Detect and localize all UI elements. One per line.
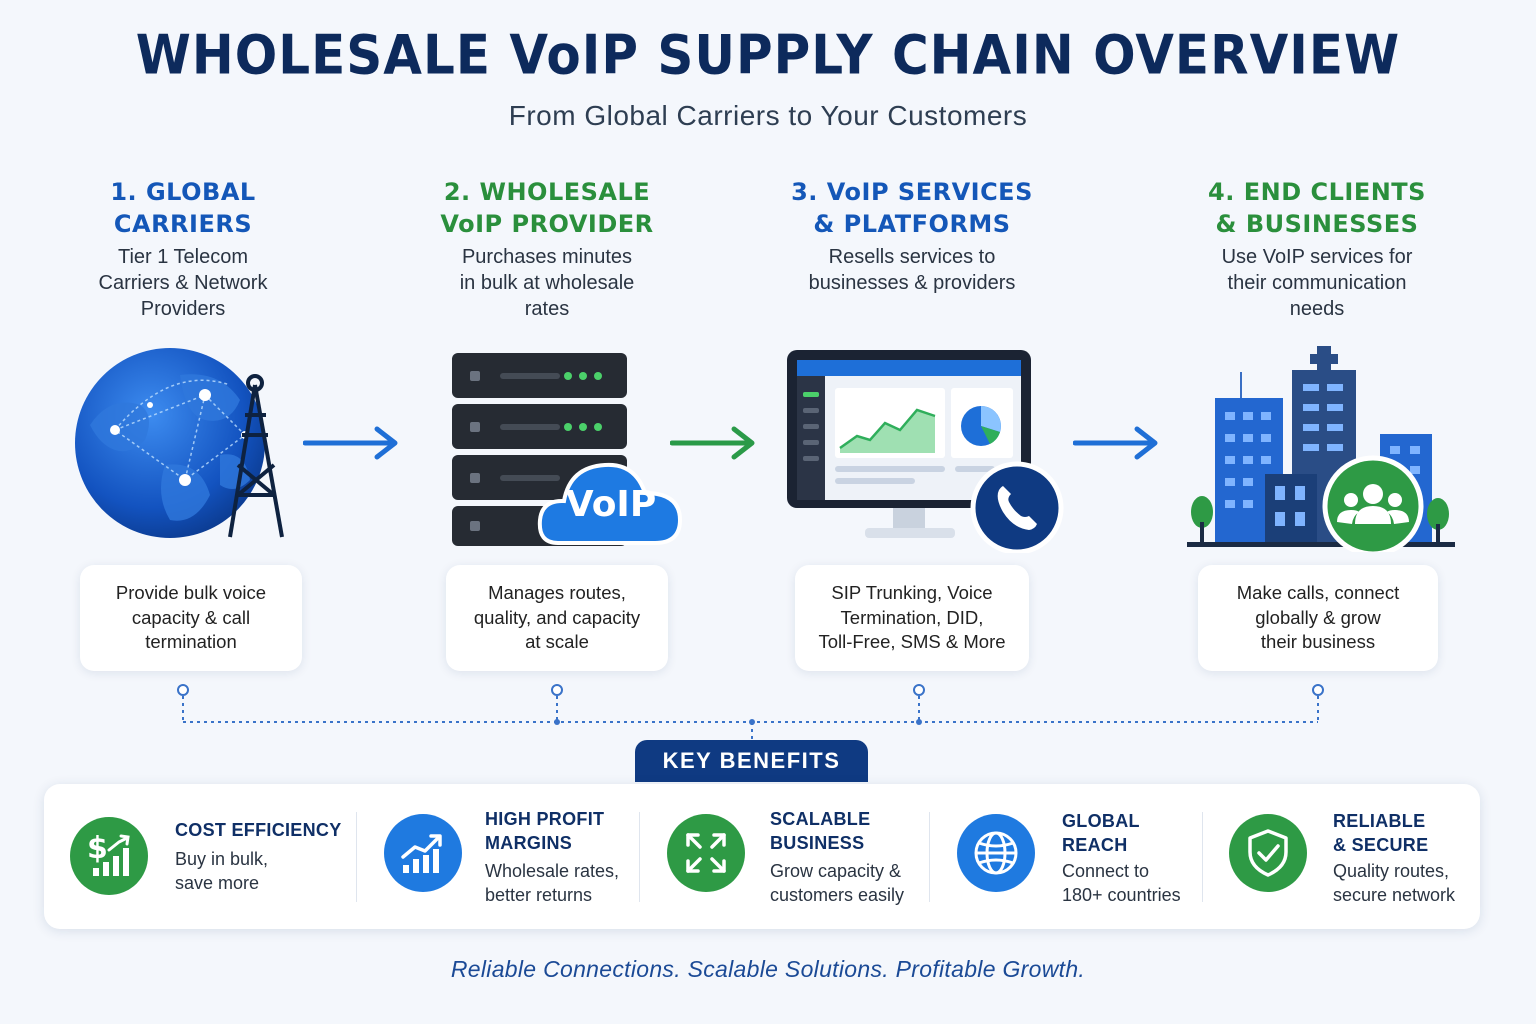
flow-arrow-icon bbox=[670, 426, 755, 460]
benefit-high-profit: HIGH PROFIT MARGINS Wholesale rates, bet… bbox=[356, 784, 639, 929]
page-title: WHOLESALE VoIP SUPPLY CHAIN OVERVIEW bbox=[135, 23, 1401, 87]
server-cloud-icon bbox=[452, 353, 683, 546]
box-line: Provide bulk voice bbox=[115, 582, 267, 604]
box-line: Manages routes, bbox=[488, 582, 626, 604]
voip-cloud-label: VoIP bbox=[565, 484, 657, 525]
benefits-panel: $ COST EFFICIENCY Buy in bulk, save more… bbox=[44, 784, 1480, 929]
benefit-desc: Connect to bbox=[1062, 861, 1150, 881]
benefit-divider bbox=[1202, 812, 1203, 902]
stage-heading-line: VoIP PROVIDER bbox=[440, 210, 654, 238]
benefit-title: MARGINS bbox=[485, 833, 573, 853]
tagline: Reliable Connections. Scalable Solutions… bbox=[450, 956, 1086, 982]
globe-tower-icon bbox=[75, 348, 284, 538]
growth-chart-icon bbox=[384, 814, 462, 892]
benefit-divider bbox=[639, 812, 640, 902]
stage-heading-line: & BUSINESSES bbox=[1215, 210, 1419, 238]
stage-detail-box: Make calls, connect globally & grow thei… bbox=[1198, 565, 1438, 671]
stage-desc-line: Carriers & Network bbox=[98, 272, 268, 294]
stage-wholesale-provider: 2. WHOLESALE VoIP PROVIDER Purchases min… bbox=[377, 176, 717, 322]
benefit-desc: Grow capacity & bbox=[770, 861, 902, 881]
box-line: Make calls, connect bbox=[1236, 582, 1400, 604]
stage-desc-line: in bulk at wholesale bbox=[459, 272, 635, 294]
stage-detail-box: Manages routes, quality, and capacity at… bbox=[446, 565, 668, 671]
flow-arrow-icon bbox=[1073, 426, 1158, 460]
stage-heading-line: 3. VoIP SERVICES bbox=[791, 178, 1033, 206]
stage-detail-box: Provide bulk voice capacity & call termi… bbox=[80, 565, 302, 671]
city-users-icon bbox=[1187, 346, 1455, 552]
stage-heading-line: 2. WHOLESALE bbox=[443, 178, 651, 206]
benefit-desc: 180+ countries bbox=[1062, 884, 1181, 905]
benefit-title: GLOBAL bbox=[1062, 811, 1140, 831]
stage-desc-line: Providers bbox=[140, 298, 226, 320]
page-subtitle: From Global Carriers to Your Customers bbox=[508, 100, 1028, 131]
box-line: quality, and capacity bbox=[473, 606, 641, 628]
benefit-reliable-secure: RELIABLE & SECURE Quality routes, secure… bbox=[1202, 784, 1480, 929]
benefit-desc: secure network bbox=[1333, 884, 1456, 905]
flow-arrow-icon bbox=[303, 426, 398, 460]
shield-check-icon bbox=[1229, 814, 1307, 892]
stage-desc-line: Resells services to bbox=[828, 246, 996, 268]
benefit-desc: Wholesale rates, bbox=[485, 861, 620, 881]
benefit-desc: save more bbox=[175, 872, 260, 893]
stage-voip-services: 3. VoIP SERVICES & PLATFORMS Resells ser… bbox=[742, 176, 1082, 296]
stage-heading-line: 1. GLOBAL bbox=[110, 178, 256, 206]
box-line: SIP Trunking, Voice bbox=[831, 582, 993, 604]
stage-detail-box: SIP Trunking, Voice Termination, DID, To… bbox=[795, 565, 1029, 671]
stage-desc-line: Tier 1 Telecom bbox=[117, 246, 249, 268]
benefit-title: & SECURE bbox=[1333, 835, 1429, 855]
box-line: Toll-Free, SMS & More bbox=[818, 631, 1006, 653]
benefit-title: HIGH PROFIT bbox=[485, 809, 605, 829]
stage-heading-line: 4. END CLIENTS bbox=[1208, 178, 1426, 206]
benefit-cost-efficiency: $ COST EFFICIENCY Buy in bulk, save more bbox=[44, 784, 356, 929]
expand-icon bbox=[667, 814, 745, 892]
benefit-global-reach: GLOBAL REACH Connect to 180+ countries bbox=[929, 784, 1202, 929]
stage-end-clients: 4. END CLIENTS & BUSINESSES Use VoIP ser… bbox=[1147, 176, 1487, 322]
stage-desc-line: businesses & providers bbox=[808, 272, 1016, 294]
stage-desc-line: rates bbox=[524, 298, 570, 320]
box-line: globally & grow bbox=[1255, 606, 1381, 628]
svg-text:$: $ bbox=[87, 831, 108, 866]
benefit-desc: customers easily bbox=[770, 884, 905, 905]
dollar-chart-icon: $ bbox=[70, 817, 148, 895]
box-line: their business bbox=[1260, 631, 1376, 653]
key-benefits-tab: KEY BENEFITS bbox=[635, 740, 868, 782]
stage-desc-line: their communication bbox=[1227, 272, 1407, 294]
benefit-desc: Buy in bulk, bbox=[175, 849, 269, 869]
box-line: capacity & call bbox=[131, 606, 251, 628]
stage-heading-line: & PLATFORMS bbox=[813, 210, 1011, 238]
box-line: at scale bbox=[525, 631, 589, 653]
stage-desc-line: Purchases minutes bbox=[461, 246, 633, 268]
stage-heading-line: CARRIERS bbox=[113, 210, 253, 238]
box-line: Termination, DID, bbox=[840, 606, 984, 628]
stage-desc-line: needs bbox=[1289, 298, 1345, 320]
monitor-phone-icon bbox=[787, 350, 1064, 553]
benefit-divider bbox=[356, 812, 357, 902]
benefit-scalable: SCALABLE BUSINESS Grow capacity & custom… bbox=[639, 784, 929, 929]
stage-desc-line: Use VoIP services for bbox=[1221, 246, 1413, 268]
box-line: termination bbox=[145, 631, 237, 653]
benefit-desc: Quality routes, bbox=[1333, 861, 1450, 881]
dotted-connector bbox=[177, 684, 1324, 740]
benefit-title: RELIABLE bbox=[1333, 811, 1426, 831]
stage-global-carriers: 1. GLOBAL CARRIERS Tier 1 Telecom Carrie… bbox=[13, 176, 353, 322]
globe-icon bbox=[957, 814, 1035, 892]
benefit-title: SCALABLE bbox=[770, 809, 871, 829]
benefit-title: REACH bbox=[1062, 835, 1128, 855]
benefit-divider bbox=[929, 812, 930, 902]
benefit-title: COST EFFICIENCY bbox=[175, 820, 342, 840]
benefit-desc: better returns bbox=[485, 884, 593, 905]
benefit-title: BUSINESS bbox=[770, 833, 865, 853]
